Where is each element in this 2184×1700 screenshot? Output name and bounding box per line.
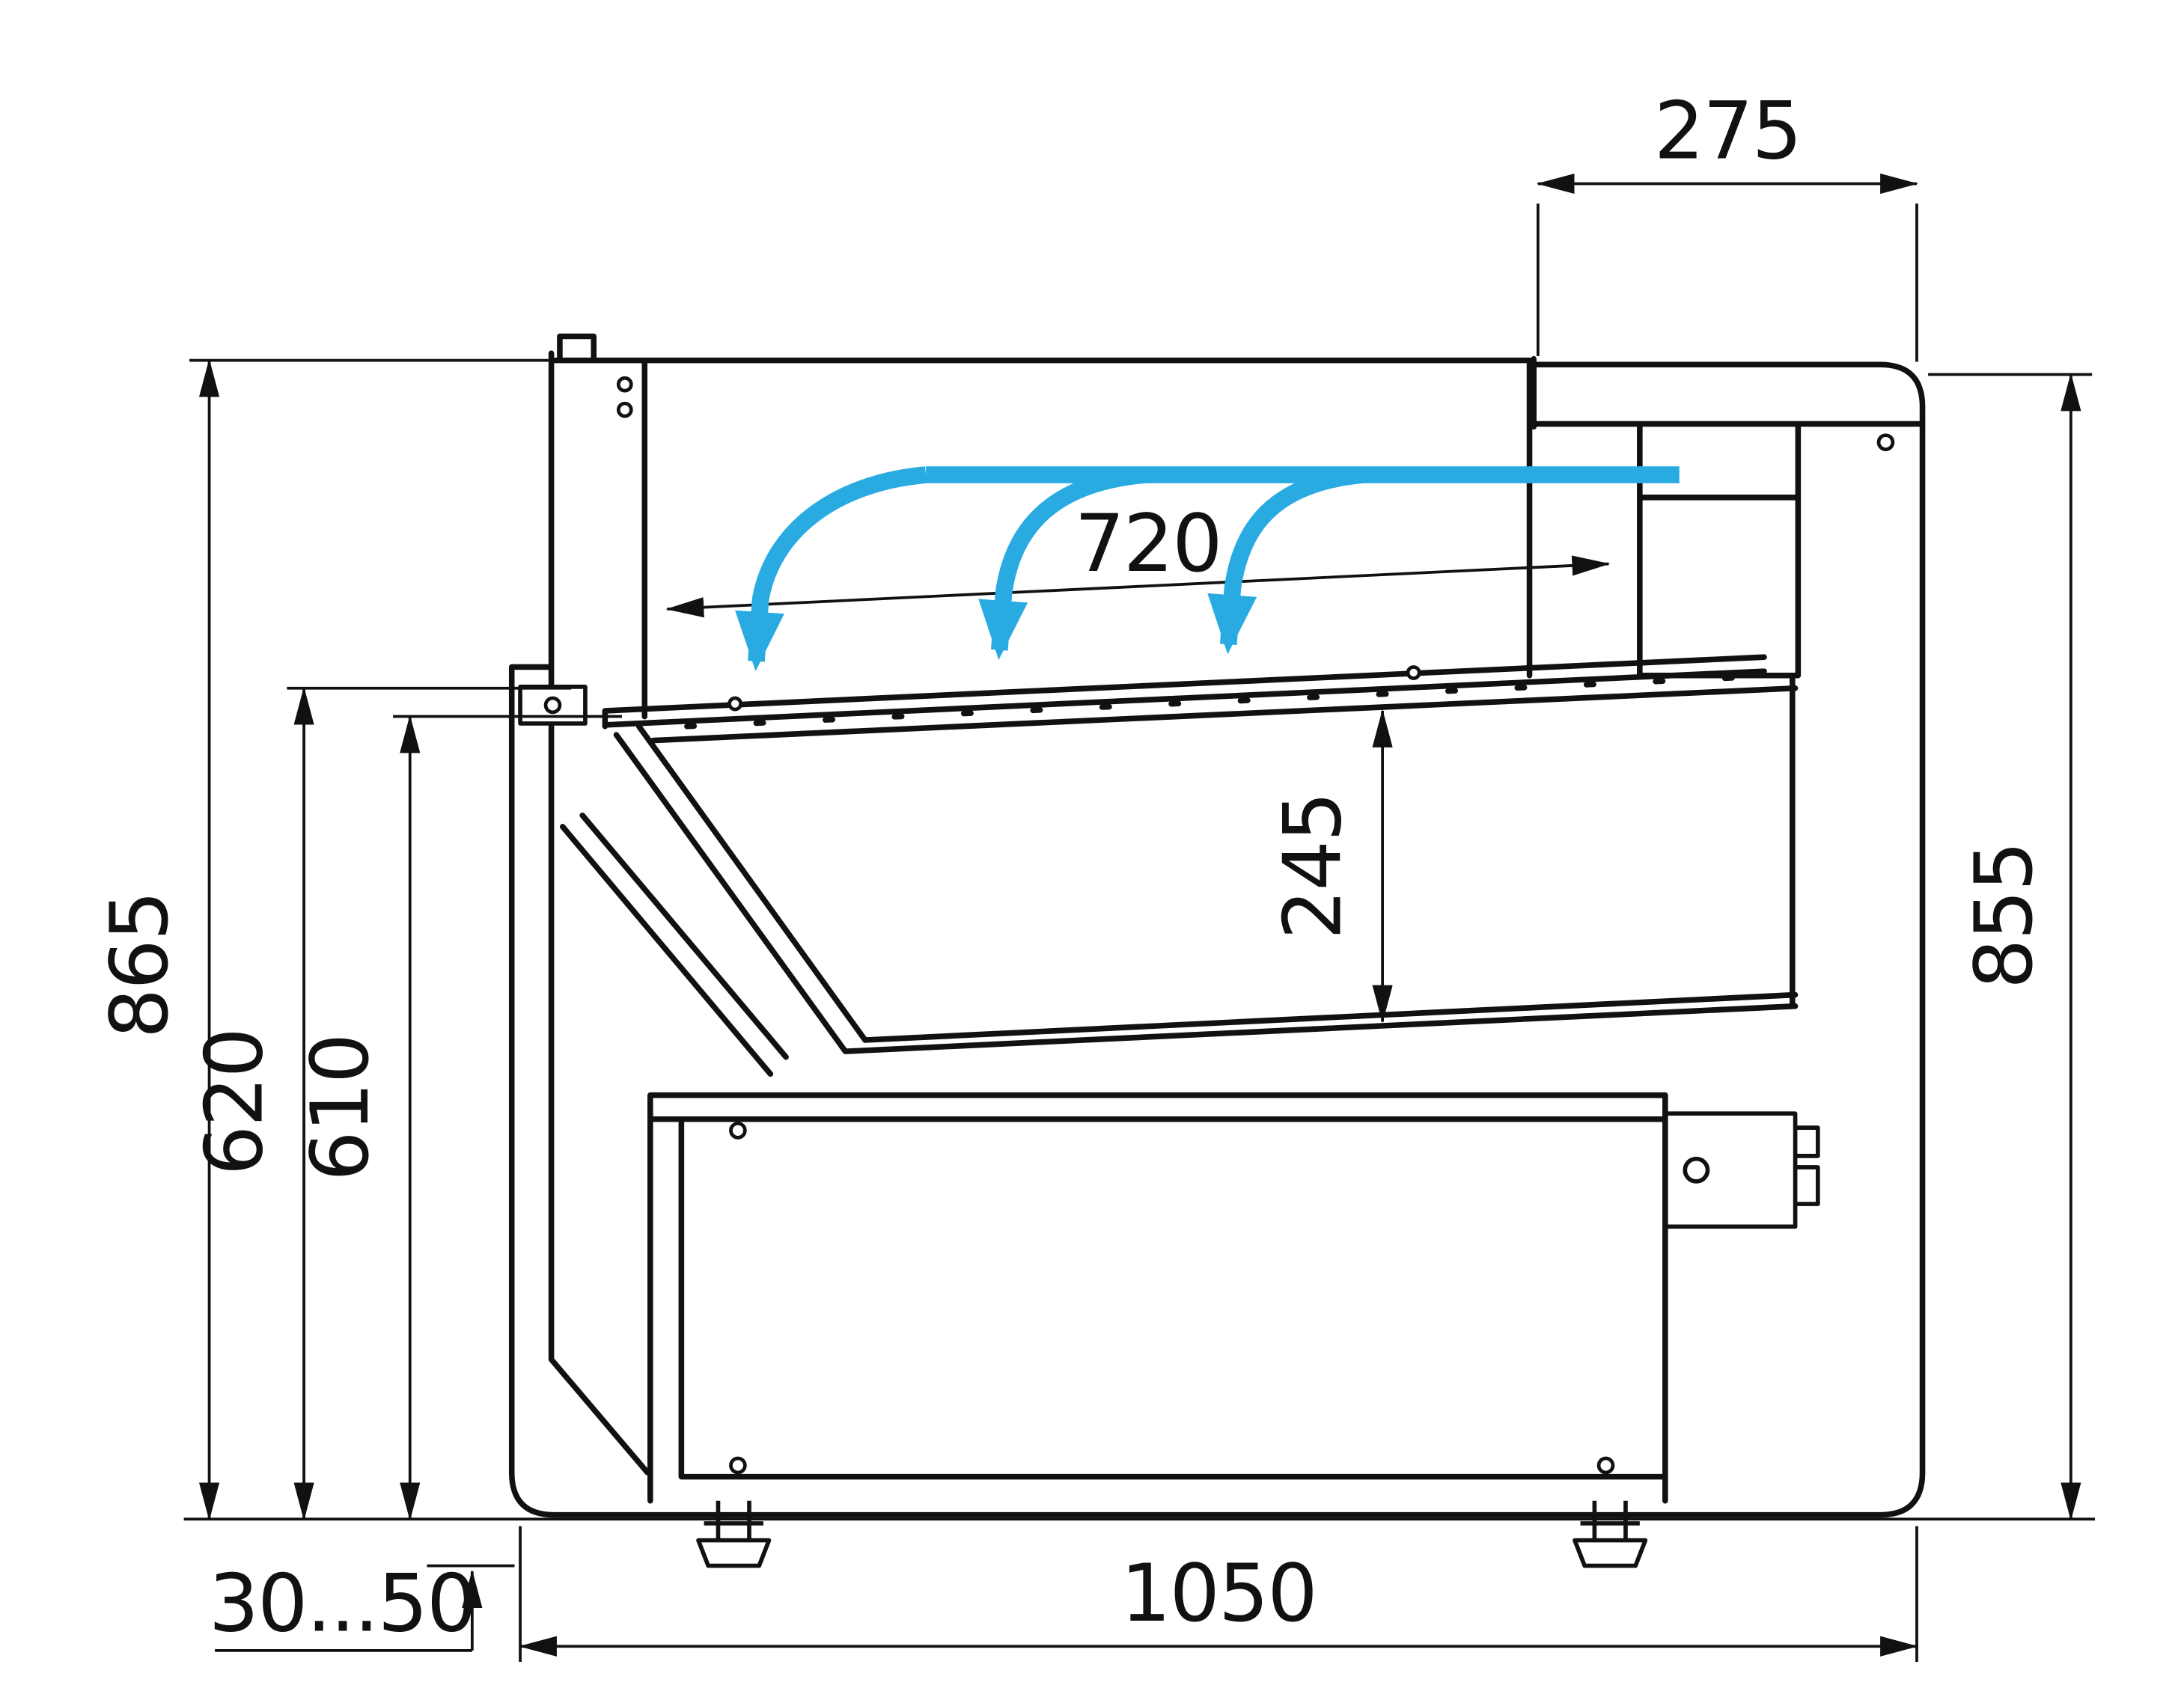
airflow-arrow-left — [734, 466, 927, 672]
display-deck — [602, 654, 1799, 744]
electrical-box-knob — [1683, 1156, 1710, 1184]
dim-label-855: 855 — [1958, 843, 2050, 989]
dim-label-620: 620 — [188, 1029, 280, 1175]
outer-shell — [508, 361, 1926, 1518]
airflow-arrow-middle — [978, 466, 1146, 660]
screw — [1596, 1456, 1615, 1475]
dim-label-leg-adjust: 30...50 — [209, 1557, 476, 1649]
screw — [1876, 433, 1895, 451]
screw — [728, 696, 743, 712]
adjustable-foot-right — [1573, 1500, 1648, 1568]
well-walls — [613, 675, 1799, 1054]
screw — [616, 401, 633, 418]
electrical-box — [1665, 1111, 1820, 1229]
dim-line-720 — [665, 555, 1611, 618]
lower-cabinet — [647, 1092, 1668, 1504]
dim-label-1050: 1050 — [1120, 1547, 1317, 1639]
left-frame-braces — [548, 718, 789, 1476]
dimension-610: 610 — [294, 715, 623, 1521]
dimension-275: 275 — [1536, 85, 1919, 362]
screw — [1406, 665, 1421, 680]
dimension-620: 620 — [188, 686, 572, 1521]
dimension-245: 245 — [1266, 709, 1393, 1024]
dimension-865: 865 — [94, 358, 549, 1521]
bracket-screw — [543, 696, 562, 715]
screw — [616, 376, 633, 393]
dim-label-610: 610 — [294, 1035, 386, 1181]
dim-label-275: 275 — [1654, 85, 1801, 177]
dimensions: 865 620 610 855 275 — [94, 85, 2093, 1663]
dimension-855: 855 — [1928, 373, 2093, 1521]
dimension-720: 720 — [665, 498, 1611, 618]
airflow-arrow-right — [1207, 466, 1364, 655]
unit-structure — [183, 333, 2095, 1568]
adjustable-foot-left — [696, 1500, 772, 1568]
dim-label-865: 865 — [94, 892, 186, 1039]
screw — [729, 1456, 747, 1475]
dimension-1050: 1050 — [518, 1526, 1919, 1663]
air-curtain — [734, 466, 1680, 672]
left-back-panel — [548, 333, 648, 724]
screw — [729, 1122, 747, 1140]
air-duct-box — [1637, 421, 1802, 679]
dim-label-245: 245 — [1266, 793, 1358, 940]
dimension-leg-adjust: 30...50 — [209, 1557, 515, 1652]
extension-line — [1536, 203, 1918, 362]
dim-label-720: 720 — [1075, 498, 1221, 590]
